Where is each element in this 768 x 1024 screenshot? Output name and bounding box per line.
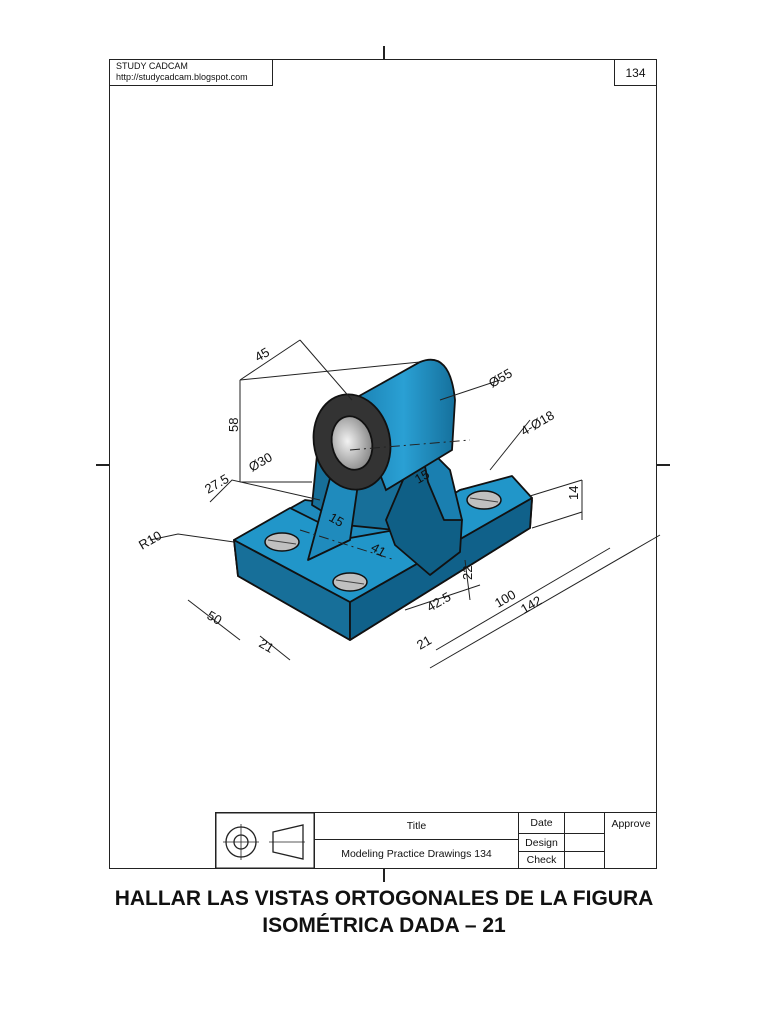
approve-label: Approve <box>604 812 657 869</box>
left-center-tick <box>96 464 110 466</box>
dim-14: 14 <box>566 486 581 500</box>
projection-symbol-icon <box>215 812 315 869</box>
sheet-number: 134 <box>614 60 656 86</box>
dim-r10: R10 <box>136 528 164 553</box>
title-block: Title Modeling Practice Drawings 134 Dat… <box>215 812 657 869</box>
dim-21-left: 21 <box>257 636 277 656</box>
dim-dia30: Ø30 <box>246 449 275 474</box>
bolt-holes <box>264 490 502 592</box>
title-value: Modeling Practice Drawings 134 <box>314 840 518 869</box>
bottom-center-tick <box>383 868 385 882</box>
dim-holes: 4-Ø18 <box>518 408 557 439</box>
right-center-tick <box>656 464 670 466</box>
design-label: Design <box>518 834 564 852</box>
date-value-cell <box>564 812 604 834</box>
title-label: Title <box>314 812 518 840</box>
check-label: Check <box>518 852 564 869</box>
dim-42-5: 42.5 <box>424 589 453 615</box>
caption-line-1: HALLAR LAS VISTAS ORTOGONALES DE LA FIGU… <box>114 887 654 910</box>
top-center-tick <box>383 46 385 60</box>
company-url: http://studycadcam.blogspot.com <box>116 72 248 82</box>
dimension-lines <box>149 339 661 669</box>
dim-58: 58 <box>226 418 241 432</box>
dim-100: 100 <box>492 587 518 611</box>
dim-27-5: 27.5 <box>202 471 231 497</box>
dim-41: 41 <box>369 540 389 560</box>
design-value-cell <box>564 834 604 852</box>
dim-dia55: Ø55 <box>486 365 515 390</box>
dim-22: 22 <box>460 566 475 580</box>
dim-21-right: 21 <box>414 632 434 652</box>
check-value-cell <box>564 852 604 869</box>
cylinder-boss <box>312 358 456 492</box>
dim-50: 50 <box>205 608 225 628</box>
header-box: STUDY CADCAM http://studycadcam.blogspot… <box>110 60 273 86</box>
caption-line-2: ISOMÉTRICA DADA – 21 <box>262 914 506 937</box>
date-label: Date <box>518 812 564 834</box>
dim-45: 45 <box>252 344 272 364</box>
dim-15a: 15 <box>327 510 347 530</box>
dim-15b: 15 <box>412 466 432 486</box>
dim-142: 142 <box>518 593 544 617</box>
company-name: STUDY CADCAM <box>116 61 188 71</box>
